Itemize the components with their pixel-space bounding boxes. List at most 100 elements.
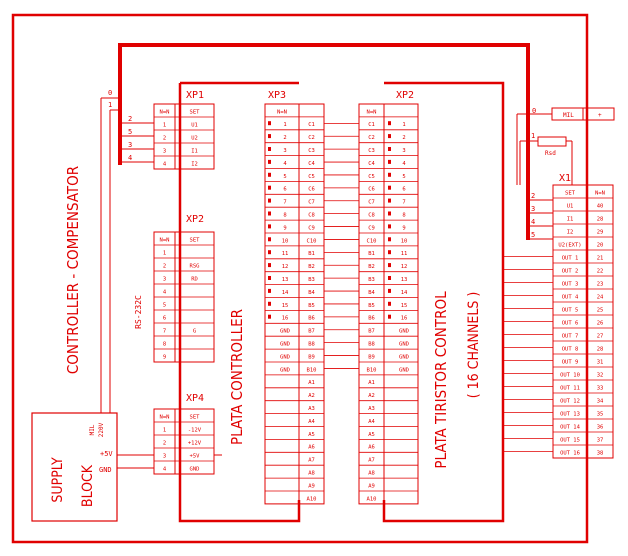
table-row: A10 [367,496,377,502]
cell-left: B8 [368,341,375,347]
cell-right: 40 [597,203,604,209]
table-row: 6 [163,315,166,321]
mil-label: MIL [89,424,96,435]
cell-right: 7 [402,200,405,206]
cell-left: B10 [367,367,377,373]
mil-box-label: MIL [563,112,574,119]
wire-number: 0 [108,89,112,97]
wire-number: 0 [532,107,536,115]
cell-right: 20 [597,242,604,248]
connector-title: X1 [559,173,571,184]
cell-left: 4 [163,466,167,472]
cell-left: GND [280,354,290,360]
header-cell: SET [190,237,201,243]
cell-right: A2 [308,393,315,399]
cell-left: I2 [567,229,574,235]
header-cell: N=N [277,109,287,115]
header-cell: SET [190,414,201,420]
pin-marker [268,314,271,319]
table-row: A10 [307,496,317,502]
cell-left: 14 [282,290,289,296]
cell-left: A8 [368,470,375,476]
cell-right: 3 [402,148,405,154]
cell-left: B1 [368,251,375,257]
cell-left: C9 [368,225,375,231]
cell-right: B10 [307,367,317,373]
cell-right: 4 [402,161,406,167]
cell-right: -12V [188,427,202,433]
table-row: A8 [368,470,375,476]
cell-left: A9 [368,483,375,489]
cell-left: OUT 8 [562,346,579,352]
connector-frame [264,103,325,505]
cell-right: 11 [401,251,408,257]
cell-left: 9 [163,354,166,360]
supply-label: SUPPLY [50,457,66,503]
table-row: 4 [163,289,167,295]
pin-marker [268,159,271,164]
cell-left: GND [280,341,290,347]
cell-left: OUT 5 [562,307,579,313]
cell-left: I1 [567,216,574,222]
cell-left: OUT 16 [560,450,580,456]
table-row: B1 11 [368,250,407,257]
cell-right: 28 [597,346,604,352]
connector-frame [552,184,614,459]
cell-right: U1 [191,122,198,128]
cell-right: 6 [402,187,405,193]
table-row: B8 GND [368,341,409,347]
table-row: A9 [368,483,375,489]
connector-title: XP2 [396,90,414,101]
header-cell: N=N [160,109,170,115]
cell-left: 2 [163,263,166,269]
cell-left: 4 [163,161,167,167]
connector-frame [153,103,215,170]
rsd-label: Rsd [545,150,556,157]
cell-left: A3 [368,406,375,412]
cell-left: 6 [163,315,166,321]
cell-right: 24 [597,294,604,300]
plus5v-label: +5V [100,450,113,458]
cell-right: C2 [308,135,315,141]
cell-left: 1 [163,250,166,256]
cell-right: 21 [597,255,604,261]
wire-number: 5 [128,128,132,136]
cell-left: 9 [283,225,286,231]
plata-tiristor-label: PLATA TIRISTOR CONTROL [432,291,450,469]
cell-right: 26 [597,320,604,326]
cell-left: C6 [368,187,375,193]
cell-right: RSG [190,263,200,269]
cell-right: GND [399,341,409,347]
pin-marker [388,134,391,139]
cell-left: 3 [163,453,166,459]
cell-right: 13 [401,277,408,283]
pin-marker [388,185,391,190]
